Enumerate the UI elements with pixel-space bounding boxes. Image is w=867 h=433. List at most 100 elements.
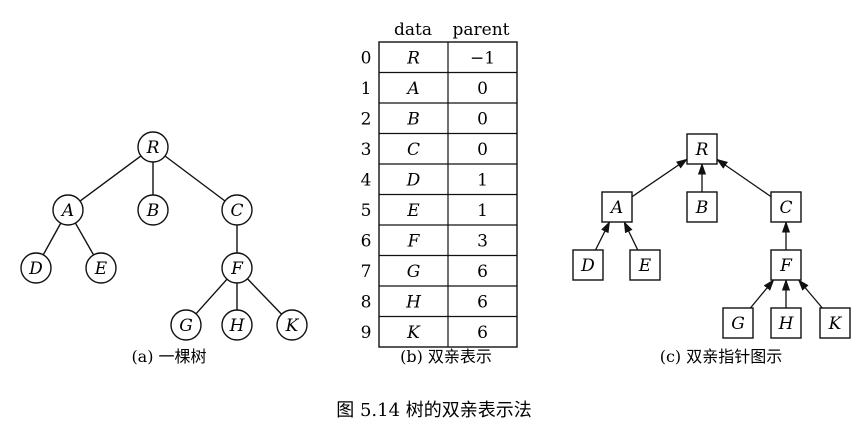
tree-edge-a-e xyxy=(74,222,95,256)
cell-parent: 0 xyxy=(477,140,488,160)
pointer-d-to-a xyxy=(594,220,611,251)
pointer-a-to-r xyxy=(631,158,688,198)
tree-node-c: C xyxy=(221,194,253,226)
table-row: 1 A 0 xyxy=(361,79,488,99)
pointer-node-box xyxy=(629,249,661,281)
pointer-node-label: H xyxy=(778,314,795,334)
row-index: 8 xyxy=(361,292,372,312)
pointer-node-box xyxy=(601,191,633,223)
pointer-node-box xyxy=(722,307,754,339)
pointer-node-f: F xyxy=(770,249,802,281)
tree-node-e: E xyxy=(85,252,117,284)
cell-parent: 6 xyxy=(477,292,488,312)
tree-node-label: C xyxy=(230,201,243,221)
cell-data: K xyxy=(406,323,421,343)
row-index: 6 xyxy=(361,231,372,251)
pointer-e-to-a xyxy=(623,220,639,251)
pointer-node-k: K xyxy=(819,307,851,339)
cell-data: H xyxy=(405,292,422,312)
cell-parent: −1 xyxy=(470,48,495,68)
figure-caption: 图 5.14 树的双亲表示法 xyxy=(336,400,532,421)
table-row: 2 B 0 xyxy=(361,109,488,129)
pointer-node-a: A xyxy=(601,191,633,223)
pointer-node-box xyxy=(819,307,851,339)
tree-node-circle xyxy=(20,252,52,284)
cell-parent: 6 xyxy=(477,262,488,282)
pointer-node-c: C xyxy=(770,191,802,223)
tree-node-circle xyxy=(137,194,169,226)
tree-edge-f-k xyxy=(246,278,283,315)
tree-diagram: R A B C D E F G H K xyxy=(20,131,308,341)
tree-node-circle xyxy=(170,309,202,341)
row-index: 3 xyxy=(361,140,372,160)
tree-node-circle xyxy=(52,194,84,226)
pointer-node-g: G xyxy=(722,307,754,339)
tree-node-label: E xyxy=(94,259,108,279)
pointer-node-label: G xyxy=(731,314,745,334)
cell-parent: 1 xyxy=(477,201,488,221)
pointer-edges xyxy=(594,158,823,309)
pointer-node-label: B xyxy=(695,198,709,218)
row-index: 1 xyxy=(361,79,372,99)
table-row: 9 K 6 xyxy=(361,323,488,343)
pointer-node-b: B xyxy=(686,191,718,223)
tree-node-label: B xyxy=(146,201,160,221)
tree-node-k: K xyxy=(276,309,308,341)
tree-edge-a-d xyxy=(42,222,62,256)
tree-node-label: F xyxy=(230,259,244,279)
pointer-node-label: A xyxy=(609,198,623,218)
tree-node-circle xyxy=(221,309,253,341)
pointer-node-e: E xyxy=(629,249,661,281)
caption-b: (b) 双亲表示 xyxy=(400,347,492,366)
pointer-node-d: D xyxy=(572,249,604,281)
tree-edge-f-g xyxy=(195,278,228,315)
row-index: 9 xyxy=(361,323,372,343)
row-index: 0 xyxy=(361,48,372,68)
table-header-data: data xyxy=(394,20,432,40)
caption-c: (c) 双亲指针图示 xyxy=(660,347,783,366)
row-index: 4 xyxy=(361,170,372,190)
tree-node-circle xyxy=(85,252,117,284)
pointer-node-label: E xyxy=(638,256,652,276)
row-index: 2 xyxy=(361,109,372,129)
pointer-node-box xyxy=(770,307,802,339)
cell-data: F xyxy=(407,231,421,251)
tree-node-label: A xyxy=(60,201,74,221)
cell-parent: 0 xyxy=(477,79,488,99)
tree-node-label: H xyxy=(229,316,246,336)
tree-node-label: D xyxy=(28,259,43,279)
pointer-node-box xyxy=(686,133,718,165)
cell-data: A xyxy=(405,79,419,99)
cell-parent: 6 xyxy=(477,323,488,343)
pointer-c-to-r xyxy=(716,158,772,198)
row-index: 5 xyxy=(361,201,372,221)
cell-parent: 1 xyxy=(477,170,488,190)
tree-node-d: D xyxy=(20,252,52,284)
tree-node-label: G xyxy=(179,316,193,336)
tree-node-r: R xyxy=(137,131,169,163)
tree-node-circle xyxy=(276,309,308,341)
pointer-node-box xyxy=(770,191,802,223)
table-grid xyxy=(378,41,518,348)
pointer-node-r: R xyxy=(686,133,718,165)
pointer-g-to-f xyxy=(749,279,775,309)
cell-parent: 0 xyxy=(477,109,488,129)
tree-node-label: K xyxy=(285,316,300,336)
row-index: 7 xyxy=(361,262,372,282)
pointer-node-box xyxy=(686,191,718,223)
cell-data: B xyxy=(406,109,420,129)
tree-node-f: F xyxy=(221,252,253,284)
pointer-node-box xyxy=(572,249,604,281)
pointer-node-label: D xyxy=(580,256,595,276)
pointer-nodes: R A B C D E F G H K xyxy=(572,133,851,339)
pointer-node-label: C xyxy=(779,198,792,218)
table-header-parent: parent xyxy=(453,20,510,40)
